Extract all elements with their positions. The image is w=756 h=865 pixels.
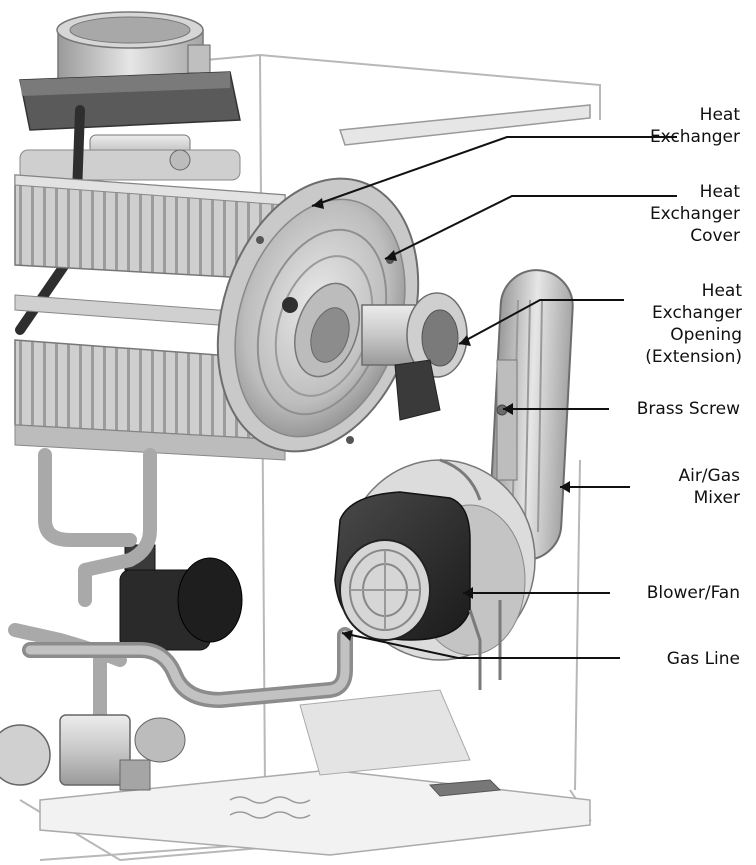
- label-heat-exchanger: Heat Exchanger: [649, 105, 740, 147]
- pump: [119, 544, 243, 651]
- label-heat-exchanger-opening: Heat Exchanger Opening (Extension): [645, 281, 742, 367]
- label-gas-line: Gas Line: [666, 649, 740, 669]
- blower-fan: [334, 491, 471, 641]
- gas-line: [22, 627, 353, 708]
- label-heat-exchanger-cover: Heat Exchanger Cover: [649, 182, 740, 246]
- bottom-tray: [39, 689, 591, 856]
- leader-gas-line: [341, 632, 620, 659]
- bracket-top-right: [338, 104, 591, 146]
- sensor-tubes: [439, 458, 502, 690]
- leader-lines: [311, 136, 677, 659]
- leader-arrowheads: [312, 198, 570, 641]
- heat-exchanger-body: [14, 174, 286, 461]
- upper-manifold: [19, 134, 241, 181]
- flue-collar: [19, 11, 241, 131]
- label-brass-screw: Brass Screw: [636, 399, 740, 419]
- leader-heat-exchanger: [311, 136, 677, 207]
- leader-heat-exchanger-cover: [384, 195, 677, 260]
- label-air-gas-mixer: Air/Gas Mixer: [678, 466, 740, 508]
- heat-exchanger-opening: [361, 292, 468, 421]
- heat-exchanger-cover: [216, 177, 420, 453]
- gas-valve: [0, 714, 186, 791]
- leader-heat-exchanger-opening: [458, 299, 624, 345]
- label-blower-fan: Blower/Fan: [646, 583, 740, 603]
- air-gas-mixer: [488, 269, 574, 561]
